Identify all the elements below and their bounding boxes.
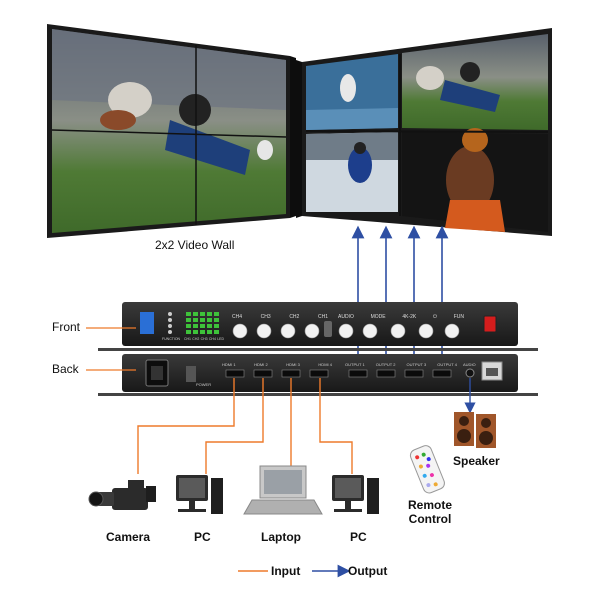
4k2k-button xyxy=(390,323,406,339)
device-label-camera: Camera xyxy=(106,530,151,544)
ch2-button xyxy=(280,323,296,339)
led-label-led: LED xyxy=(217,337,224,341)
led-grid xyxy=(186,312,219,334)
front-label: Front xyxy=(52,320,81,334)
input-line-pc2 xyxy=(319,378,353,474)
back-label: Back xyxy=(52,362,79,376)
remote-control-icon xyxy=(409,445,445,494)
wall-caption: 2x2 Video Wall xyxy=(155,238,235,252)
label-hdmi-2: HDMI 2 xyxy=(254,362,268,367)
label-fun: FUN xyxy=(453,314,464,320)
ch1-button xyxy=(304,323,320,339)
label-output-2: OUTPUT 2 xyxy=(375,362,396,367)
function-label: FUNCTION xyxy=(162,337,181,341)
label-ch4: CH4 xyxy=(232,314,243,320)
wall-tile-football xyxy=(402,34,548,130)
usb-port xyxy=(140,312,154,334)
channel-button-labels: CH4 CH3 CH2 CH1 xyxy=(232,314,328,320)
ch3-button xyxy=(256,323,272,339)
audio-button xyxy=(338,323,354,339)
label-output-4: OUTPUT 4 xyxy=(437,362,457,367)
fuse-holder xyxy=(186,366,196,382)
hdmi-input-labels: HDMI 1 HDMI 2 HDMI 3 HDMI 4 xyxy=(222,362,332,367)
pc-icon-1 xyxy=(176,475,223,514)
device-front-panel xyxy=(98,302,538,351)
led-label-ch2: CH2 xyxy=(192,337,200,341)
audio-port-label: AUDIO xyxy=(463,362,476,367)
hdmi-output-labels: OUTPUT 1 OUTPUT 2 OUTPUT 3 OUTPUT 4 xyxy=(345,362,457,367)
label-ch3: CH3 xyxy=(260,314,271,320)
hdmi-output-2 xyxy=(376,369,396,378)
led-label-ch3: CH3 xyxy=(200,337,208,341)
label-hdmi-1: HDMI 1 xyxy=(222,362,236,367)
label-mode: MODE xyxy=(370,314,386,320)
laptop-icon xyxy=(243,465,323,515)
device-label-pc-2: PC xyxy=(350,530,367,544)
label-ch2: CH2 xyxy=(289,314,300,320)
led-label-ch1: CH1 xyxy=(184,337,192,341)
label-ch1: CH1 xyxy=(317,314,328,320)
audio-jack xyxy=(465,368,475,378)
power-switch xyxy=(483,315,497,333)
remote-label: Remote Control xyxy=(407,498,452,526)
hdmi-input-4 xyxy=(309,369,329,378)
speaker-label: Speaker xyxy=(453,454,500,468)
power-icon-button xyxy=(418,323,434,339)
hdmi-input-3 xyxy=(281,369,301,378)
device-back-panel xyxy=(98,354,538,396)
video-wall-right xyxy=(296,28,552,236)
input-line-pc1 xyxy=(205,378,264,474)
label-output-1: OUTPUT 1 xyxy=(345,362,365,367)
function-button-labels: AUDIO MODE 4K-2K ⏻ FUN xyxy=(338,314,464,320)
power-port-label: POWER xyxy=(196,382,212,387)
speaker-icon xyxy=(454,412,496,448)
hdmi-output-3 xyxy=(404,369,424,378)
video-wall-left xyxy=(47,24,296,238)
legend-output-label: Output xyxy=(348,564,388,578)
device-label-pc-1: PC xyxy=(194,530,211,544)
fun-button xyxy=(444,323,460,339)
hdmi-output-4 xyxy=(432,369,452,378)
ch4-button xyxy=(232,323,248,339)
label-power-symbol: ⏻ xyxy=(433,314,437,320)
label-leaders xyxy=(86,327,136,371)
legend-input-label: Input xyxy=(271,564,301,578)
label-output-3: OUTPUT 3 xyxy=(406,362,427,367)
pc-icon-2 xyxy=(332,475,379,514)
led-label-ch4: CH4 xyxy=(208,337,216,341)
input-lines xyxy=(137,378,353,474)
ir-sensor xyxy=(324,321,332,337)
label-hdmi-4: HDMI 4 xyxy=(318,362,332,367)
label-4k2k: 4K-2K xyxy=(402,314,417,320)
input-line-camera xyxy=(137,378,235,474)
device-label-laptop: Laptop xyxy=(261,530,301,544)
camera-icon xyxy=(88,480,156,510)
label-audio: AUDIO xyxy=(338,314,354,320)
mode-button xyxy=(362,323,378,339)
hdmi-input-1 xyxy=(225,369,245,378)
hdmi-input-2 xyxy=(253,369,273,378)
led-labels: CH1 CH2 CH3 CH4 LED xyxy=(184,337,224,341)
hdmi-output-1 xyxy=(348,369,368,378)
label-hdmi-3: HDMI 3 xyxy=(286,362,300,367)
